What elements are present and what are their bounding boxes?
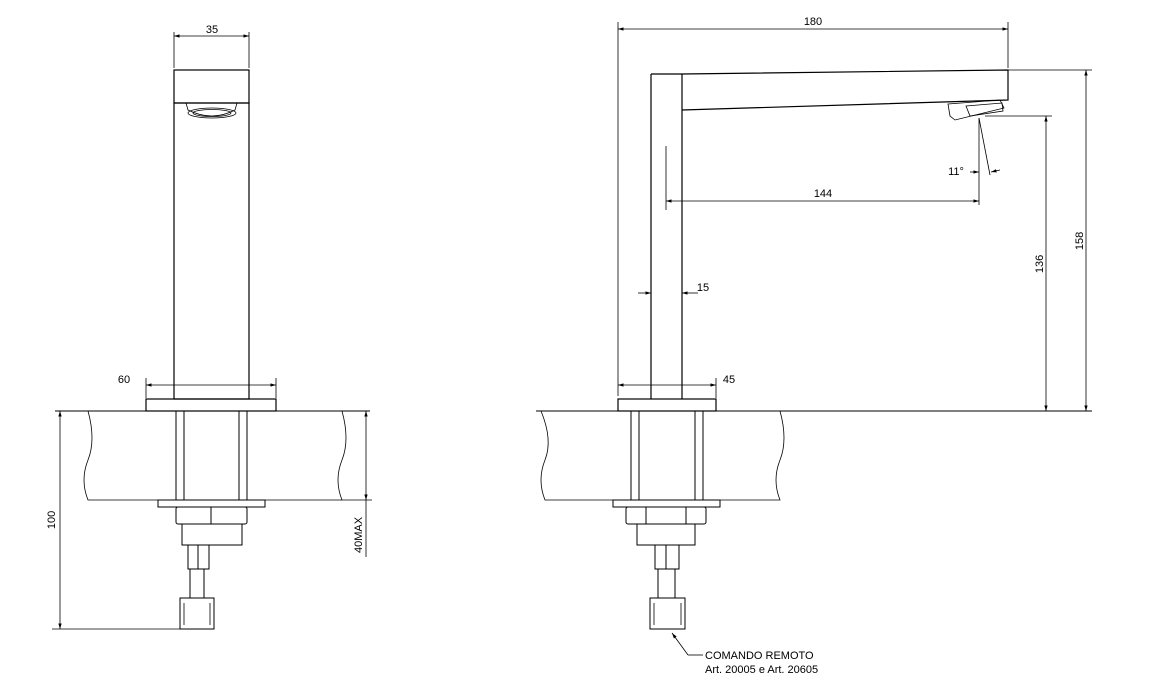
- front-dim-60: 60: [118, 374, 277, 398]
- side-dim-15: 15: [638, 282, 709, 295]
- side-dim-144: 144: [665, 118, 980, 210]
- front-dim-100: 100: [46, 411, 180, 630]
- side-dim-angle: 11°: [948, 117, 1001, 178]
- side-dim-136: 136: [985, 115, 1052, 411]
- front-dim-35-label: 35: [206, 24, 218, 36]
- side-mounting-nut: [612, 499, 721, 630]
- side-base-plate: [617, 398, 717, 412]
- side-dim-180: 180: [617, 16, 1009, 396]
- side-dim-15-label: 15: [697, 282, 709, 294]
- side-dim-144-label: 144: [814, 188, 832, 200]
- front-base-plate: [145, 398, 277, 412]
- side-dim-45-label: 45: [723, 374, 735, 386]
- callout-line-2: Art. 20005 e Art. 20605: [705, 664, 818, 676]
- front-dim-40max: 40MAX: [342, 411, 372, 557]
- side-dim-180-label: 180: [804, 16, 822, 28]
- callout-line-1: COMANDO REMOTO: [705, 650, 814, 662]
- side-view: 180 144 11° 15 45: [536, 16, 1092, 676]
- side-shank: [630, 410, 704, 501]
- front-dim-60-label: 60: [118, 374, 130, 386]
- remote-control-callout: COMANDO REMOTO Art. 20005 e Art. 20605: [671, 632, 818, 676]
- front-dim-40max-label: 40MAX: [353, 516, 365, 553]
- side-spout-body: [650, 69, 1009, 399]
- side-countertop-section: [536, 410, 1092, 501]
- front-dim-35: 35: [173, 24, 250, 68]
- side-dim-45: 45: [618, 374, 735, 398]
- front-mounting-nut: [157, 499, 266, 630]
- side-dim-158-label: 158: [1074, 232, 1086, 250]
- front-shank: [175, 410, 248, 501]
- side-dim-136-label: 136: [1034, 255, 1046, 273]
- side-dim-angle-label: 11°: [948, 166, 964, 178]
- front-countertop-section: [55, 410, 370, 501]
- front-dim-100-label: 100: [46, 511, 58, 529]
- front-view: 35 60 100 40MAX: [46, 24, 372, 630]
- front-spout-body: [173, 69, 250, 400]
- side-dim-158: 158: [1008, 69, 1092, 411]
